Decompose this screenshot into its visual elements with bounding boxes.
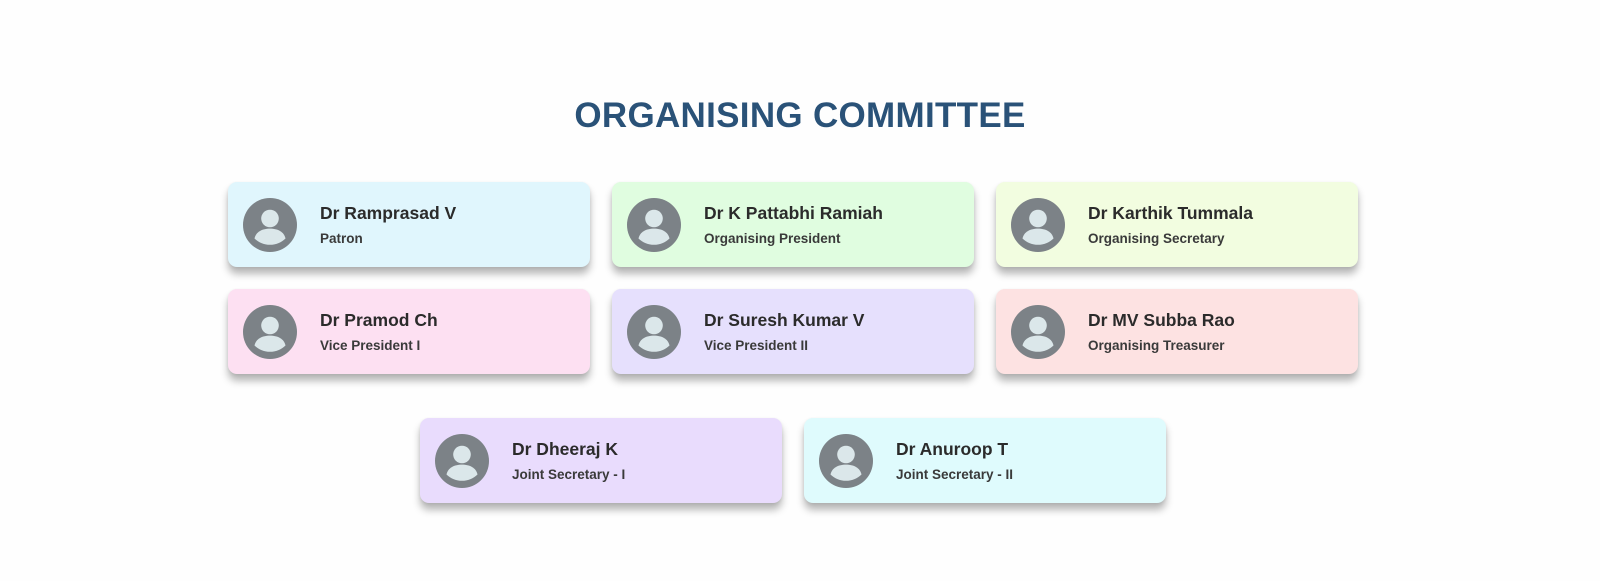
member-card: Dr Dheeraj K Joint Secretary - I [420,418,782,503]
member-info: Dr Pramod Ch Vice President I [320,309,438,354]
member-role: Organising President [704,231,841,246]
member-card: Dr Ramprasad V Patron [228,182,590,267]
member-role: Vice President I [320,338,421,353]
avatar-icon [435,433,489,488]
section-title: ORGANISING COMMITTEE [574,96,1026,135]
avatar-icon [243,197,297,252]
member-name: Dr K Pattabhi Ramiah [704,203,883,223]
member-card: Dr Suresh Kumar V Vice President II [612,289,974,374]
member-card: Dr Anuroop T Joint Secretary - II [804,418,1166,503]
member-role: Joint Secretary - II [896,467,1014,482]
avatar-icon [627,304,681,359]
member-role: Joint Secretary - I [512,467,626,482]
member-info: Dr Dheeraj K Joint Secretary - I [512,438,625,483]
member-info: Dr Suresh Kumar V Vice President II [704,309,864,354]
member-info: Dr Ramprasad V Patron [320,202,456,247]
avatar-icon [819,433,873,488]
avatar-icon [1011,197,1065,252]
committee-grid-bottom: Dr Dheeraj K Joint Secretary - I Dr Anuro… [420,418,1166,503]
member-role: Vice President II [704,338,809,353]
member-name: Dr Pramod Ch [320,310,438,330]
member-name: Dr Suresh Kumar V [704,310,865,330]
member-role: Organising Secretary [1088,231,1225,246]
member-name: Dr Ramprasad V [320,203,457,223]
avatar-icon [627,197,681,252]
member-role: Patron [320,231,363,246]
member-name: Dr MV Subba Rao [1088,310,1235,330]
member-info: Dr Anuroop T Joint Secretary - II [896,438,1013,483]
member-name: Dr Karthik Tummala [1088,203,1253,223]
avatar-icon [1011,304,1065,359]
member-card: Dr Pramod Ch Vice President I [228,289,590,374]
committee-grid-top: Dr Ramprasad V Patron Dr K Pattabhi Ramia… [228,182,1359,374]
avatar-icon [243,304,297,359]
member-name: Dr Dheeraj K [512,439,619,459]
member-name: Dr Anuroop T [896,439,1009,459]
member-role: Organising Treasurer [1088,338,1225,353]
